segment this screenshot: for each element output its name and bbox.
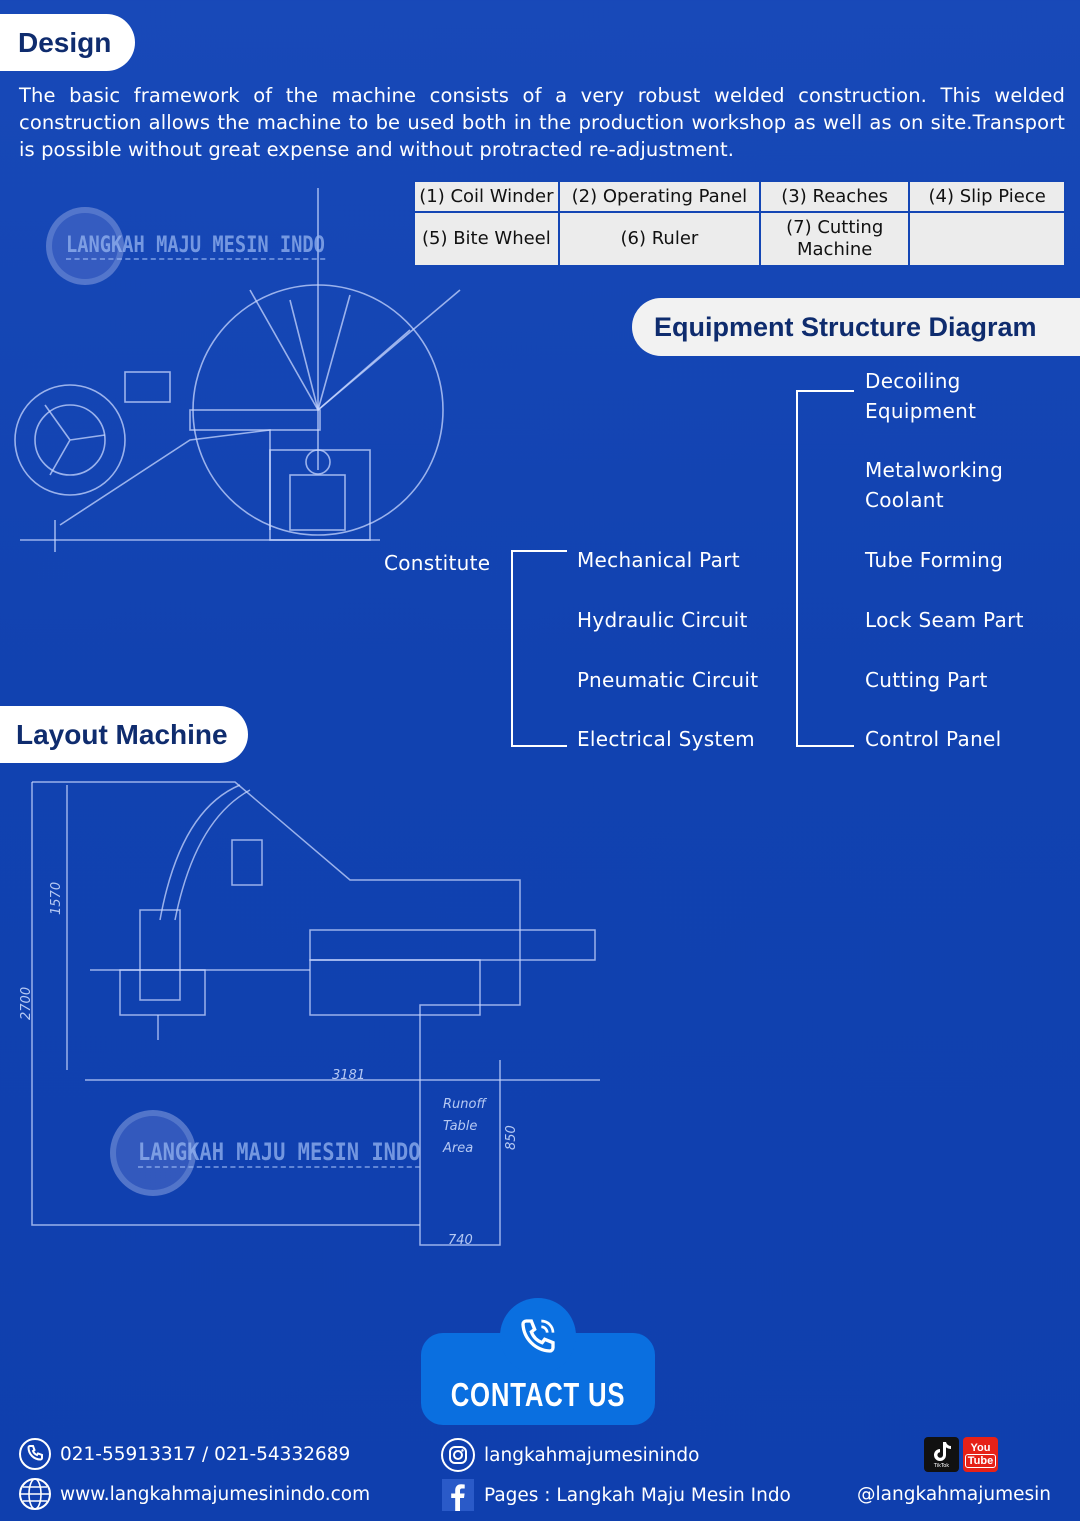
phone-icon [18,1437,52,1471]
table-cell: (6) Ruler [557,211,762,267]
runoff-label: Runoff [443,1097,487,1112]
table-cell: (7) Cutting Machine [759,211,911,267]
layout-heading: Layout Machine [0,706,248,763]
diagram-node: Hydraulic Circuit [577,608,748,632]
dimension-label: 2700 [19,987,34,1020]
table-cell: (1) Coil Winder [413,180,560,213]
table-cell: (4) Slip Piece [908,180,1066,213]
table-row: (5) Bite Wheel (6) Ruler (7) Cutting Mac… [413,211,1066,267]
gear-logo-icon [110,1110,196,1196]
watermark-text: LANGKAH MAJU MESIN INDO [66,232,325,260]
diagram-node: Mechanical Part [577,548,740,572]
instagram-link[interactable]: langkahmajumesinindo [440,1437,699,1473]
design-description: The basic framework of the machine consi… [19,84,1065,161]
dimension-label: 3181 [332,1068,365,1083]
phone-numbers: 021-55913317 / 021-54332689 [60,1443,351,1465]
dimension-label: 740 [448,1233,473,1248]
diagram-node: Cutting Part [865,668,988,692]
facebook-link[interactable]: Pages : Langkah Maju Mesin Indo [440,1477,791,1513]
phone-icon[interactable] [500,1298,576,1374]
youtube-icon[interactable]: You Tube [963,1437,998,1472]
facebook-icon [440,1477,476,1513]
diagram-node: Pneumatic Circuit [577,668,759,692]
diagram-node: Control Panel [865,727,1002,751]
tiktok-label: TikTok [933,1462,950,1469]
dimension-label: 1570 [49,882,64,915]
diagram-node: Electrical System [577,727,755,751]
tiktok-icon[interactable]: TikTok [924,1437,959,1472]
table-row: (1) Coil Winder (2) Operating Panel (3) … [413,180,1066,213]
diagram-node: Lock Seam Part [865,608,1024,632]
parts-table: (1) Coil Winder (2) Operating Panel (3) … [413,180,1066,267]
youtube-label: You [970,1441,991,1454]
level1-bracket [511,550,567,747]
design-heading: Design [0,14,135,71]
watermark-text: LANGKAH MAJU MESIN INDO [138,1138,421,1168]
watermark-logo: LANGKAH MAJU MESIN INDO [110,1110,470,1196]
table-cell: (3) Reaches [759,180,911,213]
facebook-page: Pages : Langkah Maju Mesin Indo [484,1484,791,1506]
social-handle[interactable]: @langkahmajumesin [857,1484,1052,1505]
diagram-root: Constitute [384,551,491,575]
diagram-node: Tube Forming [865,548,1004,572]
table-cell: (5) Bite Wheel [413,211,560,267]
layout-drawing: 1570 2700 3181 850 740 Runoff Table Area [19,781,600,1248]
equipment-diagram-heading: Equipment Structure Diagram [632,298,1080,356]
diagram-node: Metalworking Coolant [865,458,1004,512]
phone-contact[interactable]: 021-55913317 / 021-54332689 [18,1437,350,1471]
diagram-node: Decoiling Equipment [865,369,977,423]
instagram-handle: langkahmajumesinindo [484,1444,700,1466]
machine-sketch [14,188,461,552]
instagram-icon [440,1437,476,1473]
globe-icon [18,1477,52,1511]
youtube-label: Tube [964,1453,997,1468]
dimension-label: 850 [504,1125,519,1150]
contact-us-label[interactable]: CONTACT US [450,1376,626,1413]
table-cell [908,211,1066,267]
website-link[interactable]: www.langkahmajumesinindo.com [18,1477,370,1511]
gear-logo-icon [46,207,124,285]
runoff-label: Table [443,1119,477,1134]
runoff-label: Area [442,1141,473,1156]
website-url: www.langkahmajumesinindo.com [60,1483,371,1505]
level2-bracket [796,390,854,747]
table-cell: (2) Operating Panel [557,180,762,213]
watermark-logo: LANGKAH MAJU MESIN INDO [46,207,371,285]
